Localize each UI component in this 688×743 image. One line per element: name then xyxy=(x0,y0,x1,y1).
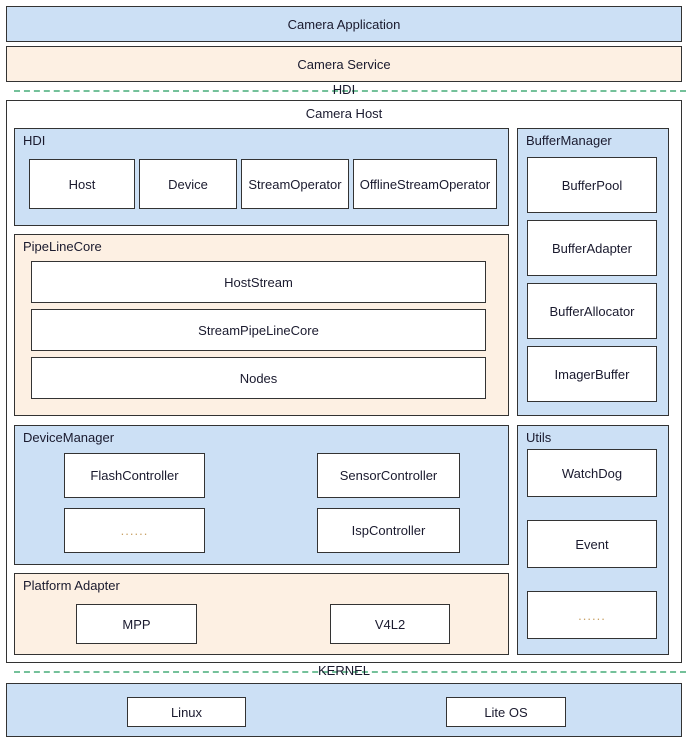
buffermanager-group-panel: BufferManager BufferPool BufferAdapter B… xyxy=(517,128,669,416)
hdi-group-title: HDI xyxy=(23,133,46,148)
camera-application-label: Camera Application xyxy=(287,16,401,32)
hdi-item-offlinestreamoperator-label: OfflineStreamOperator xyxy=(359,176,491,192)
kernel-item-liteos-label: Lite OS xyxy=(484,704,528,720)
devicemanager-item-flashcontroller[interactable]: FlashController xyxy=(64,453,205,498)
utils-item-more-label: ...... xyxy=(578,607,606,623)
kernel-item-linux-label: Linux xyxy=(170,704,203,720)
devicemanager-item-more[interactable]: ...... xyxy=(64,508,205,553)
devicemanager-item-flashcontroller-label: FlashController xyxy=(90,468,179,483)
buffermanager-item-bufferpool-label: BufferPool xyxy=(561,177,623,193)
hdi-group-panel: HDI Host Device StreamOperator OfflineSt… xyxy=(14,128,509,226)
hdi-separator-label: HDI xyxy=(332,82,356,97)
camera-host-title: Camera Host xyxy=(6,104,682,122)
pipelinecore-group-panel: PipeLineCore HostStream StreamPipeLineCo… xyxy=(14,234,509,416)
platform-adapter-item-mpp[interactable]: MPP xyxy=(76,604,197,644)
platform-adapter-group-title: Platform Adapter xyxy=(23,578,120,593)
kernel-separator: KERNEL xyxy=(0,663,688,679)
devicemanager-item-ispcontroller[interactable]: IspController xyxy=(317,508,460,553)
buffermanager-item-imagerbuffer[interactable]: ImagerBuffer xyxy=(527,346,657,402)
buffermanager-item-bufferpool[interactable]: BufferPool xyxy=(527,157,657,213)
kernel-band: Linux Lite OS xyxy=(6,683,682,737)
hdi-item-host-label: Host xyxy=(68,176,96,192)
utils-group-panel: Utils WatchDog Event ...... xyxy=(517,425,669,655)
devicemanager-item-ispcontroller-label: IspController xyxy=(351,523,426,538)
kernel-item-liteos[interactable]: Lite OS xyxy=(446,697,566,727)
hdi-item-device-label: Device xyxy=(168,176,208,192)
buffermanager-item-imagerbuffer-label: ImagerBuffer xyxy=(554,366,630,382)
platform-adapter-item-v4l2[interactable]: V4L2 xyxy=(330,604,450,644)
pipelinecore-item-nodes-label: Nodes xyxy=(239,370,278,386)
utils-item-watchdog-label: WatchDog xyxy=(561,465,623,481)
pipelinecore-item-hoststream[interactable]: HostStream xyxy=(31,261,486,303)
kernel-separator-line xyxy=(14,671,686,673)
camera-service-label: Camera Service xyxy=(297,56,391,72)
devicemanager-item-more-label: ...... xyxy=(120,523,149,538)
buffermanager-item-bufferallocator[interactable]: BufferAllocator xyxy=(527,283,657,339)
platform-adapter-group-panel: Platform Adapter MPP V4L2 xyxy=(14,573,509,655)
utils-item-watchdog[interactable]: WatchDog xyxy=(527,449,657,497)
hdi-item-streamoperator-label: StreamOperator xyxy=(248,176,342,192)
pipelinecore-item-streampipelinecore[interactable]: StreamPipeLineCore xyxy=(31,309,486,351)
buffermanager-item-bufferallocator-label: BufferAllocator xyxy=(549,303,635,319)
utils-item-more[interactable]: ...... xyxy=(527,591,657,639)
pipelinecore-item-hoststream-label: HostStream xyxy=(224,274,293,290)
utils-group-title: Utils xyxy=(526,430,552,445)
kernel-separator-label: KERNEL xyxy=(317,663,371,678)
buffermanager-item-bufferadapter[interactable]: BufferAdapter xyxy=(527,220,657,276)
hdi-separator: HDI xyxy=(0,82,688,98)
devicemanager-group-panel: DeviceManager FlashController SensorCont… xyxy=(14,425,509,565)
pipelinecore-item-nodes[interactable]: Nodes xyxy=(31,357,486,399)
hdi-item-streamoperator[interactable]: StreamOperator xyxy=(241,159,349,209)
hdi-separator-line xyxy=(14,90,686,92)
camera-host-label: Camera Host xyxy=(305,105,383,121)
utils-item-event[interactable]: Event xyxy=(527,520,657,568)
hdi-item-host[interactable]: Host xyxy=(29,159,135,209)
pipelinecore-group-title: PipeLineCore xyxy=(23,239,102,254)
pipelinecore-item-streampipelinecore-label: StreamPipeLineCore xyxy=(198,322,319,338)
devicemanager-item-sensorcontroller[interactable]: SensorController xyxy=(317,453,460,498)
buffermanager-group-title: BufferManager xyxy=(526,133,612,148)
devicemanager-group-title: DeviceManager xyxy=(23,430,115,445)
camera-application-layer: Camera Application xyxy=(6,6,682,42)
platform-adapter-item-v4l2-label: V4L2 xyxy=(374,616,406,632)
utils-item-event-label: Event xyxy=(575,536,609,552)
kernel-item-linux[interactable]: Linux xyxy=(127,697,246,727)
buffermanager-item-bufferadapter-label: BufferAdapter xyxy=(552,240,632,256)
hdi-item-device[interactable]: Device xyxy=(139,159,237,209)
hdi-item-offlinestreamoperator[interactable]: OfflineStreamOperator xyxy=(353,159,497,209)
camera-service-layer: Camera Service xyxy=(6,46,682,82)
devicemanager-item-sensorcontroller-label: SensorController xyxy=(339,468,438,483)
platform-adapter-item-mpp-label: MPP xyxy=(122,616,151,632)
